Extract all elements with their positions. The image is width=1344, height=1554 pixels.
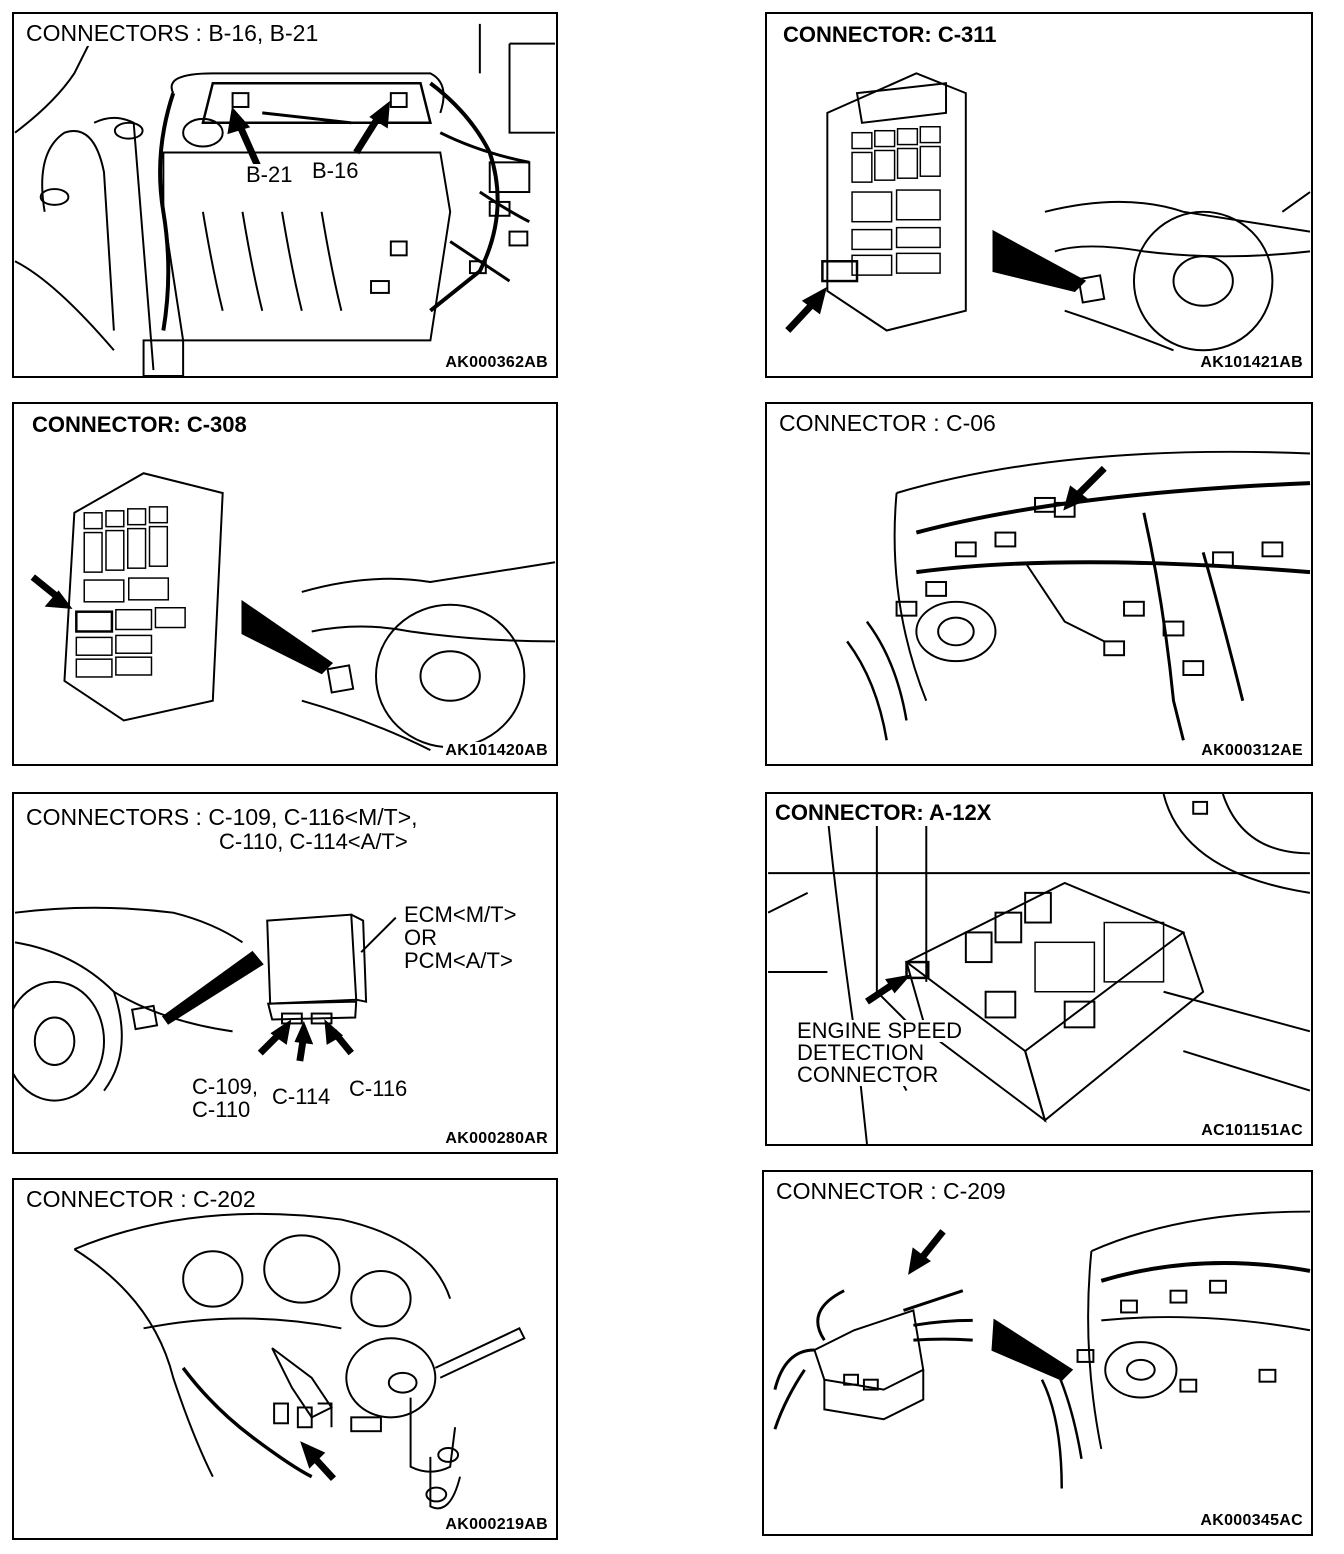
- panel-connectors-b16-b21: CONNECTORS : B-16, B-21 B-21 B-16 AK0003…: [12, 12, 558, 378]
- label-b21: B-21: [246, 162, 293, 187]
- engine-relay-box-illustration: [767, 794, 1311, 1144]
- label-ecm: ECM<M/T>: [404, 902, 517, 927]
- label-b16: B-16: [312, 158, 359, 183]
- panel-title: CONNECTOR: C-308: [30, 412, 249, 438]
- panel-title: CONNECTOR : C-209: [774, 1178, 1008, 1204]
- junction-block-illustration: [30, 472, 556, 752]
- label-detection: DETECTION: [797, 1040, 925, 1065]
- junction-block-illustration: [785, 72, 1311, 352]
- panel-title: CONNECTOR : C-06: [777, 410, 998, 436]
- figure-code: AK101420AB: [443, 742, 550, 760]
- label-c110: C-110: [192, 1097, 251, 1122]
- figure-code: AK000219AB: [443, 1516, 550, 1534]
- figure-code: AK000312AE: [1199, 742, 1305, 760]
- figure-code: AK000362AB: [443, 354, 550, 372]
- label-or: OR: [404, 925, 437, 950]
- panel-title: CONNECTORS : B-16, B-21: [24, 20, 321, 46]
- label-c116: C-116: [349, 1076, 408, 1101]
- panel-title-line2: C-110, C-114<A/T>: [219, 829, 408, 854]
- engine-bay-illustration: [14, 23, 556, 376]
- panel-title: CONNECTOR : C-202: [24, 1186, 258, 1212]
- panel-connector-c202: CONNECTOR : C-202 AK000219AB: [12, 1178, 558, 1540]
- figure-code: AK000280AR: [443, 1130, 550, 1148]
- ecm-location-illustration: [14, 906, 397, 1102]
- dashboard-connector-illustration: [773, 1210, 1311, 1489]
- figure-code: AC101151AC: [1199, 1122, 1305, 1140]
- label-pcm: PCM<A/T>: [404, 948, 513, 973]
- panel-title: CONNECTORS : C-109, C-116<M/T>,: [24, 804, 420, 830]
- label-c109: C-109,: [192, 1074, 259, 1099]
- label-c114: C-114: [272, 1084, 331, 1109]
- figure-code: AK000345AC: [1198, 1512, 1305, 1530]
- panel-title: CONNECTOR: C-311: [781, 22, 999, 48]
- steering-column-illustration: [73, 1212, 526, 1510]
- panel-title: CONNECTOR: A-12X: [773, 800, 994, 826]
- panel-connector-c311: CONNECTOR: C-311 AK101421AB: [765, 12, 1313, 378]
- panel-connectors-c109-c116-c110-c114: CONNECTORS : C-109, C-116<M/T>, C-110, C…: [12, 792, 558, 1154]
- panel-connector-c308: CONNECTOR: C-308 AK101420AB: [12, 402, 558, 766]
- panel-connector-c06: CONNECTOR : C-06 AK000312AE: [765, 402, 1313, 766]
- label-engine-speed: ENGINE SPEED: [797, 1018, 963, 1043]
- panel-connector-c209: CONNECTOR : C-209 AK000345AC: [762, 1170, 1313, 1536]
- figure-code: AK101421AB: [1198, 354, 1305, 372]
- label-connector: CONNECTOR: [797, 1062, 939, 1087]
- panel-connector-a12x: CONNECTOR: A-12X ENGINE SPEED DETECTION …: [765, 792, 1313, 1146]
- dashboard-harness-illustration: [846, 450, 1311, 741]
